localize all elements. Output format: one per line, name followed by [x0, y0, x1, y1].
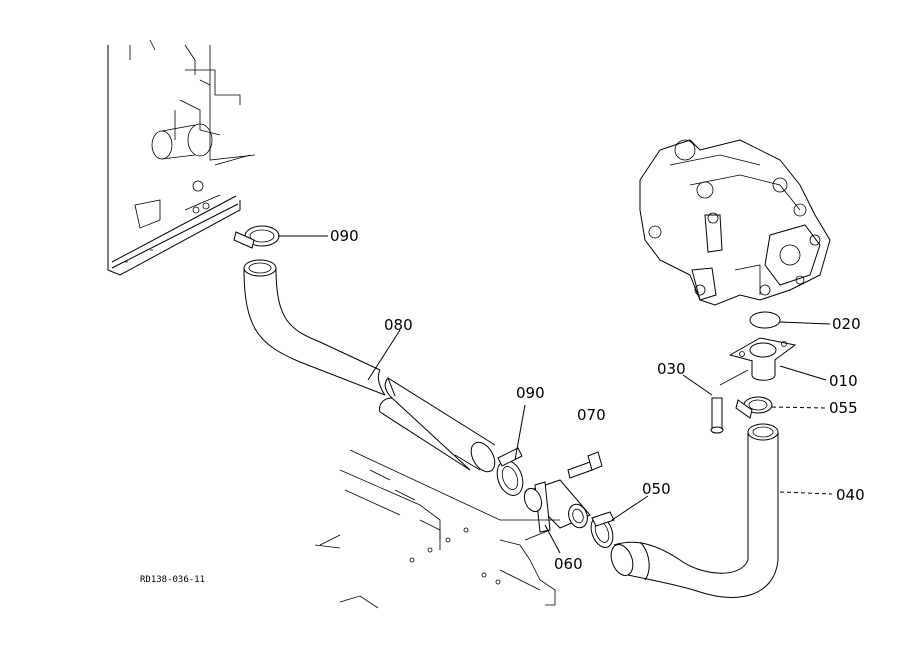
callout-070: 070 — [577, 406, 606, 424]
leader-lines — [278, 235, 833, 554]
flange-010 — [719, 337, 797, 386]
callout-labels: 090 080 090 070 020 030 010 055 050 040 … — [140, 227, 865, 585]
hose-080 — [243, 259, 496, 473]
callout-080: 080 — [384, 316, 413, 334]
o-ring-020 — [749, 311, 781, 329]
callout-020: 020 — [832, 315, 861, 333]
callout-010: 010 — [829, 372, 858, 390]
pump-assembly — [639, 139, 831, 306]
lower-frame — [314, 449, 560, 609]
hose-040 — [610, 423, 779, 598]
callout-055: 055 — [829, 399, 858, 417]
callout-060: 060 — [554, 555, 583, 573]
frame-bracket — [107, 39, 256, 276]
joint-060 — [523, 479, 591, 533]
bolt-070 — [567, 451, 603, 479]
clamp-090-mid — [496, 447, 524, 496]
clamp-050 — [590, 511, 615, 548]
callout-040: 040 — [836, 486, 865, 504]
bolt-030 — [710, 397, 724, 434]
callout-090-mid: 090 — [516, 384, 545, 402]
clamp-090-top — [233, 225, 280, 249]
callout-030: 030 — [657, 360, 686, 378]
document-id: RD138-036-11 — [140, 575, 205, 585]
callout-090-top: 090 — [330, 227, 359, 245]
callout-050: 050 — [642, 480, 671, 498]
clamp-055 — [735, 396, 773, 419]
